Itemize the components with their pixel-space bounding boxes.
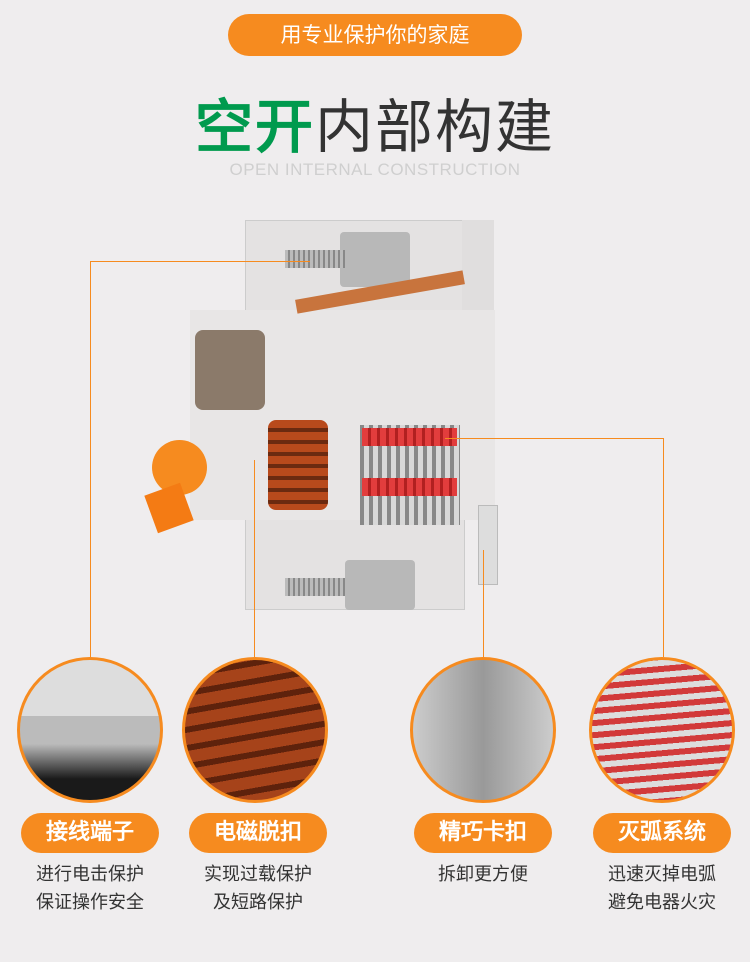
title-highlight: 空开 — [194, 93, 315, 161]
feature-label: 精巧卡扣 — [414, 813, 552, 853]
title-rest: 内部构建 — [315, 93, 556, 161]
feature-arc-system: 灭弧系统 迅速灭掉电弧避免电器火灾 — [582, 813, 742, 917]
feature-desc: 拆卸更方便 — [438, 864, 528, 885]
feature-label: 灭弧系统 — [593, 813, 731, 853]
feature-magnetic-trip: 电磁脱扣 实现过载保护及短路保护 — [178, 813, 338, 917]
detail-coil-image — [182, 657, 328, 803]
feature-desc: 实现过载保护 — [204, 864, 312, 885]
feature-desc: 进行电击保护 — [36, 864, 144, 885]
detail-terminal-image — [17, 657, 163, 803]
feature-label: 接线端子 — [21, 813, 159, 853]
feature-label: 电磁脱扣 — [189, 813, 327, 853]
detail-arc-image — [589, 657, 735, 803]
tagline-badge: 用专业保护你的家庭 — [228, 14, 522, 56]
feature-terminal: 接线端子 进行电击保护保证操作安全 — [10, 813, 170, 917]
feature-desc: 及短路保护 — [213, 892, 303, 913]
feature-desc: 保证操作安全 — [36, 892, 144, 913]
page-subtitle: OPEN INTERNAL CONSTRUCTION — [229, 160, 521, 179]
detail-clip-image — [410, 657, 556, 803]
feature-desc: 避免电器火灾 — [608, 892, 716, 913]
feature-desc: 迅速灭掉电弧 — [608, 864, 716, 885]
feature-clip: 精巧卡扣 拆卸更方便 — [403, 813, 563, 889]
page-title: 空开内部构建 — [0, 80, 750, 164]
